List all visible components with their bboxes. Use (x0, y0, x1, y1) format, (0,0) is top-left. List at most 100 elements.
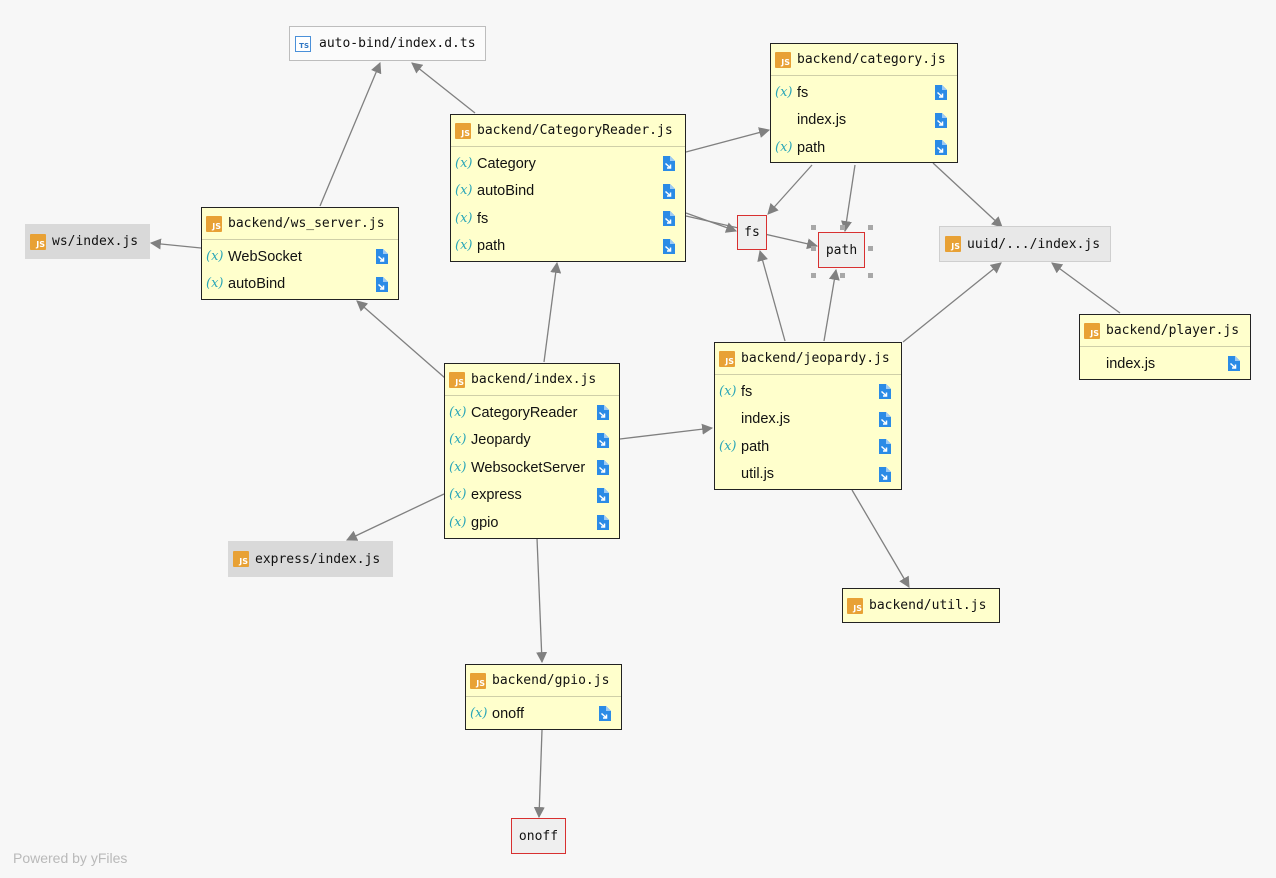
jump-to-source-icon[interactable] (375, 276, 388, 296)
node-core-fs[interactable]: fs (737, 215, 767, 250)
member-row[interactable]: index.js (771, 107, 957, 135)
node-core-onoff[interactable]: onoff (511, 818, 566, 854)
node-label: fs (744, 225, 760, 240)
selection-handle[interactable] (811, 273, 816, 278)
jump-to-source-icon[interactable] (662, 156, 675, 175)
variable-icon: (x) (449, 487, 467, 503)
member-row[interactable]: (x)express (445, 482, 619, 510)
member-label: Category (477, 155, 536, 172)
js-file-icon: JS (30, 233, 46, 250)
powered-by-label: Powered by yFiles (13, 850, 128, 866)
node-label: uuid/.../index.js (967, 236, 1101, 252)
node-core-path[interactable]: path (818, 232, 865, 268)
member-row[interactable]: util.js (715, 461, 901, 489)
member-row[interactable]: (x)fs (715, 378, 901, 406)
variable-icon: (x) (455, 210, 473, 226)
selection-handle[interactable] (840, 273, 845, 278)
member-label: fs (741, 383, 753, 400)
member-row[interactable]: (x)Jeopardy (445, 427, 619, 455)
member-row[interactable]: (x)path (451, 233, 685, 261)
member-row[interactable]: index.js (1080, 350, 1250, 378)
edge-ws-server-to-ws (149, 238, 202, 250)
member-label: index.js (741, 411, 791, 428)
variable-icon: (x) (455, 238, 473, 254)
jump-to-source-icon[interactable] (596, 515, 609, 534)
jump-to-source-icon[interactable] (934, 140, 947, 159)
jump-to-source-icon[interactable] (596, 405, 609, 424)
module-title: backend/jeopardy.js (741, 351, 890, 366)
jump-to-source-icon[interactable] (878, 439, 891, 458)
jump-to-source-icon[interactable] (878, 384, 891, 403)
selection-handle[interactable] (840, 225, 845, 230)
jump-to-source-icon[interactable] (1227, 356, 1240, 375)
selection-handle[interactable] (868, 246, 873, 251)
node-label: auto-bind/index.d.ts (319, 36, 476, 51)
member-label: fs (477, 210, 489, 227)
member-row[interactable]: (x)WebsocketServer (445, 454, 619, 482)
member-row[interactable]: (x)path (715, 433, 901, 461)
member-row[interactable]: (x)WebSocket (202, 243, 398, 271)
edge-jeopardy-to-path (823, 268, 840, 342)
member-row[interactable]: index.js (715, 406, 901, 434)
node-label: express/index.js (255, 551, 381, 567)
js-file-icon: JS (470, 672, 486, 689)
member-row[interactable]: (x)path (771, 134, 957, 162)
node-autobind-typings[interactable]: TS auto-bind/index.d.ts (289, 26, 486, 61)
member-row[interactable]: (x)fs (771, 79, 957, 107)
jump-to-source-icon[interactable] (878, 411, 891, 431)
variable-icon: (x) (449, 432, 467, 448)
selection-handle[interactable] (868, 273, 873, 278)
member-row[interactable]: (x)fs (451, 205, 685, 233)
member-row[interactable]: (x)Category (451, 150, 685, 178)
jump-to-source-icon[interactable] (662, 238, 675, 258)
node-uuid[interactable]: JS uuid/.../index.js (939, 226, 1111, 262)
node-label: path (825, 242, 858, 258)
edge-category-to-path (841, 164, 856, 233)
edge-index-to-category-reader (543, 261, 562, 363)
jump-to-source-icon[interactable] (375, 249, 388, 268)
node-label: onoff (518, 828, 559, 844)
jump-to-source-icon[interactable] (878, 466, 891, 486)
edge-jeopardy-to-fs (757, 249, 786, 342)
jump-to-source-icon[interactable] (934, 85, 947, 104)
node-ws[interactable]: JS ws/index.js (25, 224, 150, 259)
member-indent (775, 111, 797, 129)
variable-icon: (x) (206, 248, 224, 264)
jump-to-source-icon[interactable] (662, 183, 675, 203)
jump-to-source-icon[interactable] (662, 211, 675, 230)
jump-to-source-icon[interactable] (596, 460, 609, 479)
member-label: WebsocketServer (471, 459, 586, 476)
edge-player-to-uuid (1051, 262, 1121, 314)
member-label: gpio (471, 514, 499, 531)
selection-handle[interactable] (811, 246, 816, 251)
variable-icon: (x) (775, 84, 793, 100)
member-row[interactable]: (x)gpio (445, 509, 619, 537)
member-row[interactable]: (x)CategoryReader (445, 399, 619, 427)
member-row[interactable]: (x)autoBind (202, 271, 398, 299)
edge-jeopardy-to-uuid (902, 262, 1002, 343)
js-file-icon: JS (455, 122, 471, 139)
member-row[interactable]: (x)onoff (466, 700, 621, 728)
jump-to-source-icon[interactable] (596, 432, 609, 452)
selection-handle[interactable] (868, 225, 873, 230)
node-express[interactable]: JS express/index.js (228, 541, 393, 577)
jump-to-source-icon[interactable] (934, 112, 947, 132)
edge-ws-server-to-autobind (319, 61, 382, 207)
selection-handle[interactable] (811, 225, 816, 230)
member-row[interactable]: (x)autoBind (451, 178, 685, 206)
member-indent (1084, 355, 1106, 373)
variable-icon: (x) (455, 155, 473, 171)
js-file-icon: JS (945, 236, 961, 252)
jump-to-source-icon[interactable] (596, 487, 609, 507)
member-label: util.js (741, 466, 775, 483)
variable-icon: (x) (449, 459, 467, 475)
jump-to-source-icon[interactable] (598, 706, 611, 725)
